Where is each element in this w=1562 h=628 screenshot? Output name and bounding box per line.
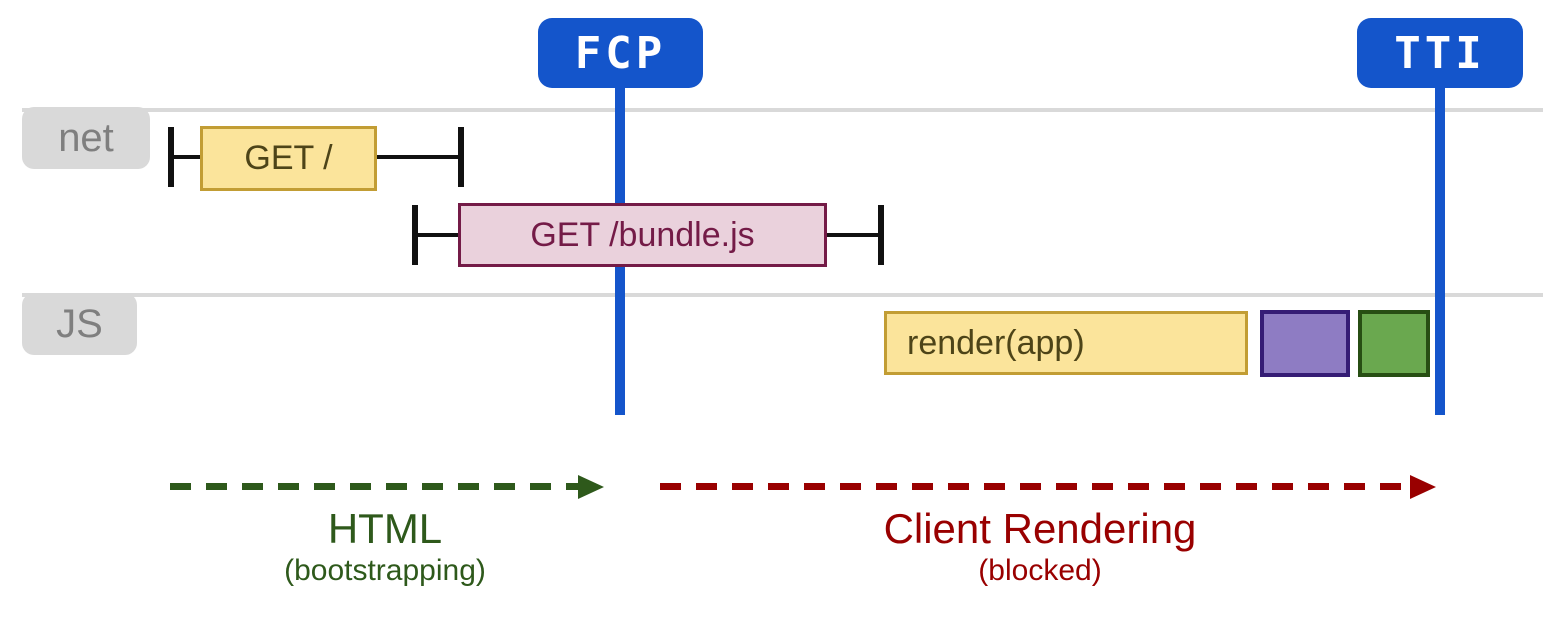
task-get-root-label: GET /: [244, 139, 333, 177]
get-root-start-whisker: [168, 127, 174, 187]
task-get-root: GET /: [200, 126, 377, 191]
html-phase-caption: HTML (bootstrapping): [185, 505, 585, 590]
html-phase-arrowhead-icon: [578, 475, 604, 499]
get-root-end-whisker: [458, 127, 464, 187]
fcp-badge: FCP: [538, 18, 703, 88]
client-rendering-phase-subtitle: (blocked): [978, 554, 1102, 588]
html-phase-subtitle: (bootstrapping): [284, 554, 486, 588]
task-render-app: render(app): [884, 311, 1248, 375]
task-purple-block: [1260, 310, 1350, 377]
get-bundle-right-connector: [827, 233, 878, 237]
task-green-block: [1358, 310, 1430, 377]
get-root-right-connector: [377, 155, 458, 159]
client-rendering-phase-dashed-arrow: [660, 483, 1408, 490]
tti-badge: TTI: [1357, 18, 1523, 88]
fcp-badge-label: FCP: [574, 27, 667, 79]
client-rendering-phase-title: Client Rendering: [883, 505, 1197, 552]
js-lane-label-text: JS: [56, 301, 103, 346]
html-phase-title: HTML: [327, 505, 443, 552]
js-lane-label: JS: [22, 293, 137, 355]
get-root-left-connector: [174, 155, 200, 159]
net-lane-label: net: [22, 107, 150, 169]
task-render-app-label: render(app): [907, 323, 1085, 362]
tti-badge-label: TTI: [1394, 27, 1486, 79]
tti-marker-line: [1435, 80, 1445, 415]
task-get-bundle-label: GET /bundle.js: [530, 215, 755, 254]
net-lane-label-text: net: [58, 115, 114, 160]
client-rendering-phase-arrowhead-icon: [1410, 475, 1436, 499]
js-lane-line: [22, 293, 1543, 297]
net-lane-line: [22, 108, 1543, 112]
html-phase-dashed-arrow: [170, 483, 578, 490]
task-get-bundle: GET /bundle.js: [458, 203, 827, 267]
get-bundle-end-whisker: [878, 205, 884, 265]
get-bundle-start-whisker: [412, 205, 418, 265]
get-bundle-left-connector: [418, 233, 458, 237]
client-rendering-phase-caption: Client Rendering (blocked): [790, 505, 1290, 590]
